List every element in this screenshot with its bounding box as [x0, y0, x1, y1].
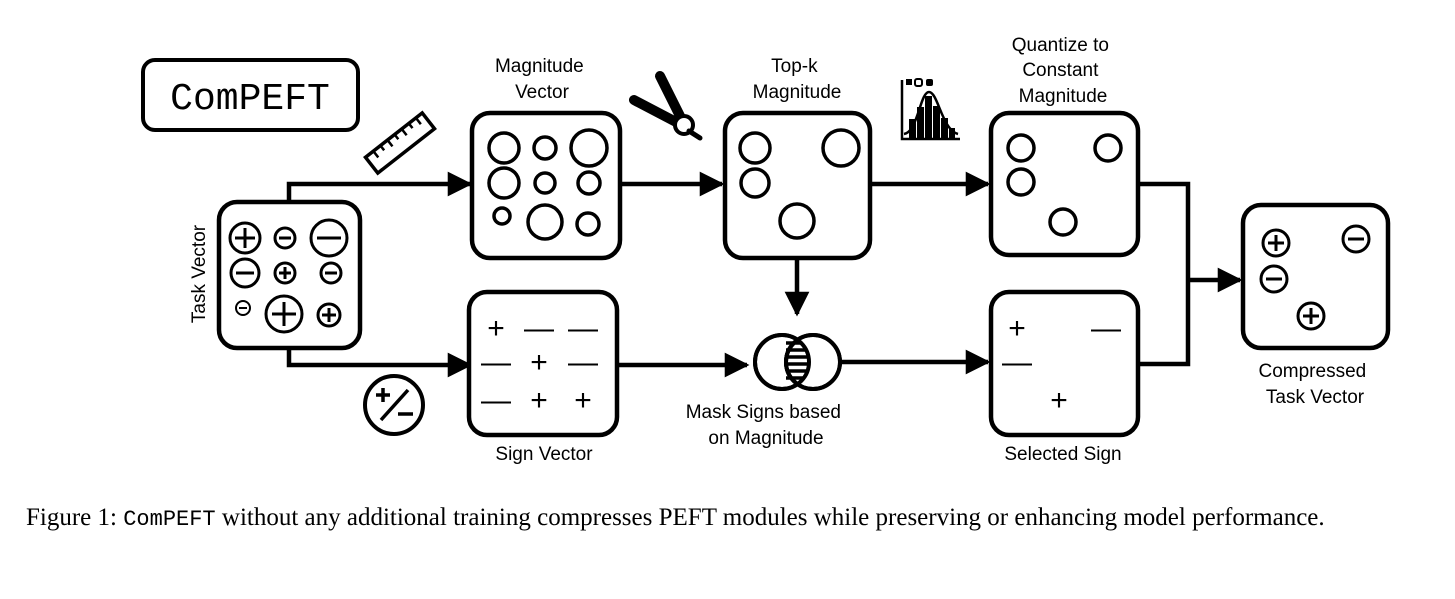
- sign-cell: +: [487, 312, 505, 345]
- sign-cell: —: [524, 312, 554, 345]
- venn-mask-icon: [753, 333, 842, 391]
- sign-cell: —: [568, 312, 598, 345]
- selected-sign-label: Selected Sign: [1004, 444, 1121, 465]
- caption-prefix: Figure 1:: [26, 504, 124, 531]
- sign-vector-label: Sign Vector: [495, 444, 593, 465]
- sign-vector-box: + — — — + — — + +: [466, 289, 620, 438]
- compeft-logo: ComPEFT: [141, 58, 360, 132]
- sign-cell: +: [530, 346, 548, 379]
- selected-sign-box: + — — +: [988, 289, 1141, 438]
- histogram-icon: [900, 78, 960, 141]
- figure-caption: Figure 1: ComPEFT without any additional…: [26, 500, 1436, 537]
- line-selected-merge: [1138, 280, 1191, 367]
- magnitude-vector-label: Magnitude Vector: [495, 56, 589, 103]
- ruler-icon: [363, 110, 437, 176]
- mask-signs-label: Mask Signs based on Magnitude: [686, 402, 847, 449]
- sign-cell: —: [1091, 312, 1121, 345]
- sign-cell: —: [481, 346, 511, 379]
- sign-cell: —: [1002, 346, 1032, 379]
- topk-magnitude-label: Top-k Magnitude: [753, 56, 842, 103]
- task-vector-box: [216, 199, 363, 351]
- topk-magnitude-box: [722, 110, 873, 261]
- connectors: [286, 171, 1243, 378]
- sign-cell: —: [568, 346, 598, 379]
- compeft-diagram: ComPEFT: [141, 35, 1391, 465]
- sign-cell: +: [530, 384, 548, 417]
- sign-cell: +: [574, 384, 592, 417]
- task-vector-label: Task Vector: [189, 224, 210, 323]
- quantize-label: Quantize to Constant Magnitude: [1012, 35, 1114, 107]
- arrow-task-to-sign: [286, 347, 473, 378]
- caption-code: ComPEFT: [123, 507, 216, 532]
- magnitude-vector-box: [469, 110, 623, 261]
- compressed-task-vector-box: [1240, 202, 1391, 351]
- compressed-label: Compressed Task Vector: [1259, 361, 1372, 408]
- sign-cell: +: [1050, 384, 1068, 417]
- sign-cell: +: [1008, 312, 1026, 345]
- sign-cell: —: [481, 384, 511, 417]
- line-quantize-merge: [1138, 181, 1191, 280]
- caption-text: without any additional training compress…: [215, 504, 1325, 531]
- logo-text: ComPEFT: [170, 78, 330, 121]
- scissors-icon: [629, 71, 703, 141]
- quantize-box: [988, 110, 1141, 258]
- plus-minus-icon: [363, 374, 425, 436]
